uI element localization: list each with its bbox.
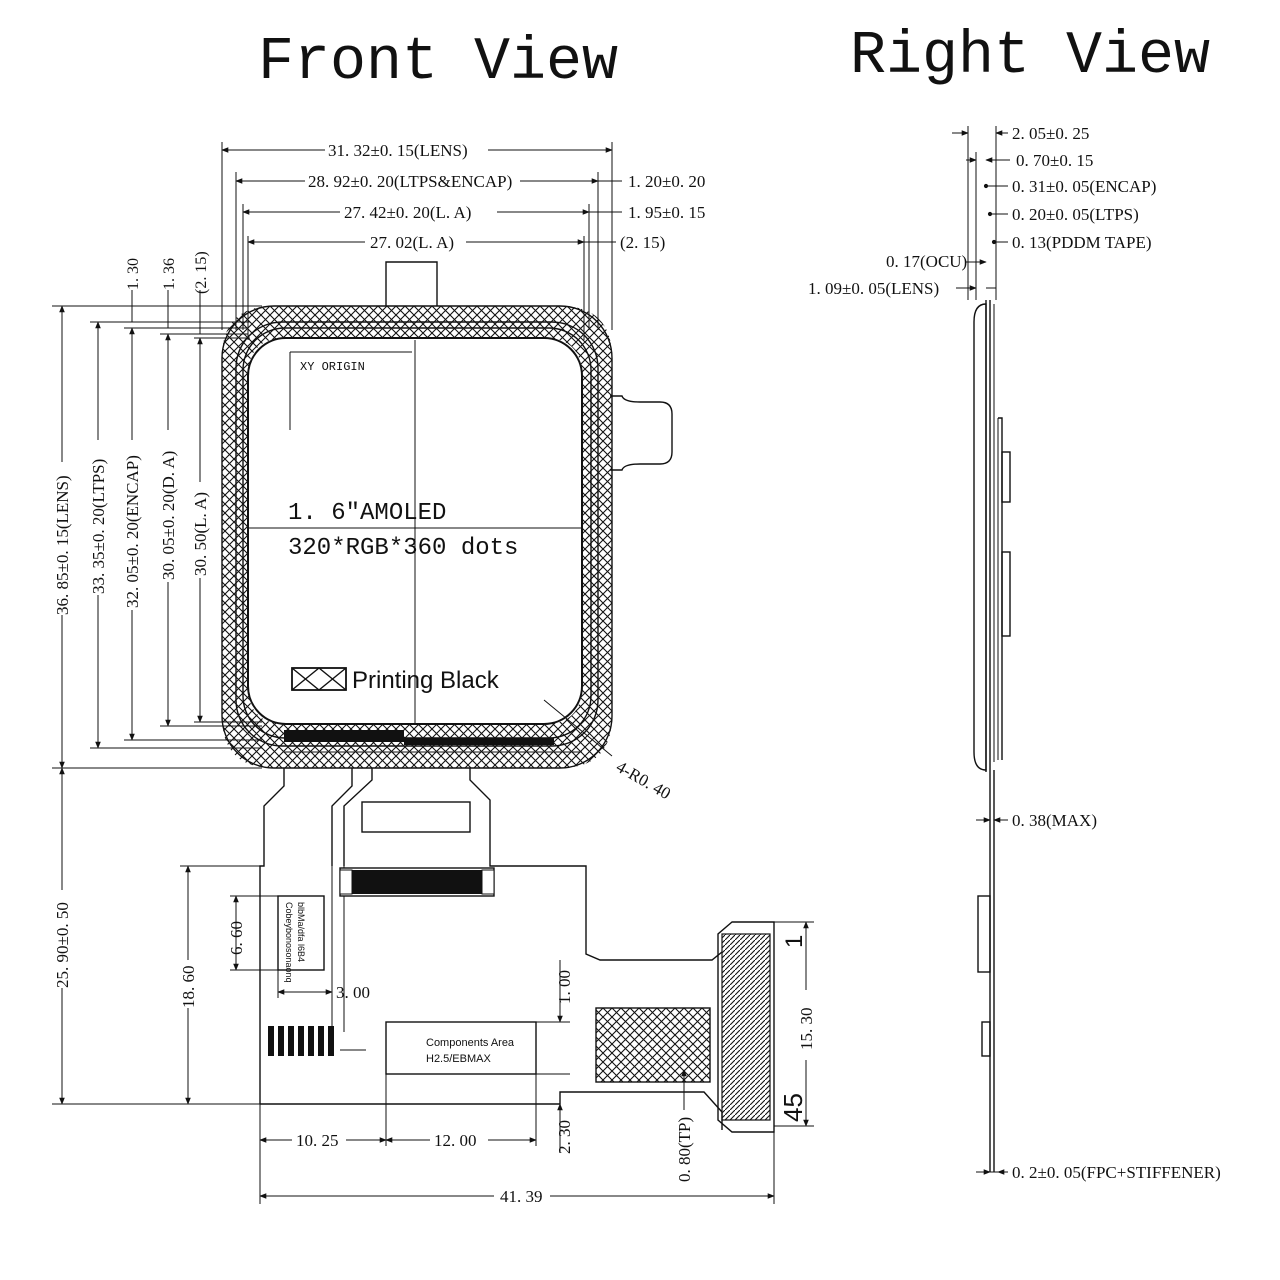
dim-encap-height: 32. 05±0. 20(ENCAP) [123, 455, 142, 608]
dim-10-25: 10. 25 [296, 1131, 339, 1150]
dim-41-39: 41. 39 [500, 1187, 543, 1206]
dim-2-30: 2. 30 [555, 1120, 574, 1154]
dim-right-2-15: (2. 15) [620, 233, 665, 252]
side-dim-lens: 1. 09±0. 05(LENS) [808, 279, 939, 298]
dim-ltps-height: 33. 35±0. 20(LTPS) [89, 459, 108, 594]
dim-right-1-20: 1. 20±0. 20 [628, 172, 705, 191]
side-dim-max: 0. 38(MAX) [1012, 811, 1097, 830]
side-dim-ltps: 0. 20±0. 05(LTPS) [1012, 205, 1139, 224]
side-dim-ocu: 0. 17(OCU) [886, 252, 967, 271]
dim-18-60: 18. 60 [179, 966, 198, 1009]
dim-12-00: 12. 00 [434, 1131, 477, 1150]
display-module: XY ORIGIN [221, 261, 673, 769]
front-left-dimensions: 36. 85±0. 15(LENS) 33. 35±0. 20(LTPS) 32… [52, 251, 262, 769]
component-height-label: H2.5/EBMAX [426, 1053, 491, 1065]
dim-lens-width: 31. 32±0. 15(LENS) [328, 141, 468, 160]
front-view-title: Front View [258, 29, 618, 97]
dim-1-30: 1. 30 [125, 258, 142, 290]
dim-0-80-tp: 0. 80(TP) [675, 1117, 694, 1182]
side-dim-pddm: 0. 13(PDDM TAPE) [1012, 233, 1152, 252]
side-dim-2-05: 2. 05±0. 25 [1012, 124, 1089, 143]
resolution-label: 320*RGB*360 dots [288, 535, 518, 562]
dim-right-1-95: 1. 95±0. 15 [628, 203, 705, 222]
display-size-label: 1. 6"AMOLED [288, 500, 446, 527]
fpc-dimensions: 25. 90±0. 50 18. 60 6. 60 3. 00 1. 00 2.… [52, 767, 816, 1206]
side-profile [973, 300, 1011, 1173]
dim-la-width: 27. 42±0. 20(L. A) [344, 203, 471, 222]
fpc-outline [259, 768, 775, 1133]
right-view-title: Right View [850, 23, 1210, 91]
dim-ltps-width: 28. 92±0. 20(LTPS&ENCAP) [308, 172, 512, 191]
dim-lens-height: 36. 85±0. 15(LENS) [53, 475, 72, 615]
test-pads [268, 1026, 366, 1056]
dim-1: 1 [781, 935, 808, 948]
xy-origin-label: XY ORIGIN [300, 360, 365, 374]
front-top-dimensions: 31. 32±0. 15(LENS) 28. 92±0. 20(LTPS&ENC… [221, 141, 705, 340]
side-dimensions: 2. 05±0. 25 0. 70±0. 15 0. 31±0. 05(ENCA… [808, 124, 1221, 1182]
dim-1-00: 1. 00 [555, 970, 574, 1004]
dim-da-height: 30. 05±0. 20(D. A) [159, 451, 178, 580]
dim-1-36: 1. 36 [161, 258, 178, 290]
dim-la-inner-width: 27. 02(L. A) [370, 233, 454, 252]
side-dim-fpc: 0. 2±0. 05(FPC+STIFFENER) [1012, 1163, 1221, 1182]
dim-la-height: 30. 50(L. A) [191, 492, 210, 576]
printing-black-legend: Printing Black [291, 667, 500, 694]
dim-3-00: 3. 00 [336, 983, 370, 1002]
dim-6-60: 6. 60 [227, 921, 246, 955]
printing-black-label: Printing Black [352, 667, 500, 694]
dim-15-30: 15. 30 [797, 1008, 816, 1051]
svg-text:blbMa/dfa l6B4: blbMa/dfa l6B4 [296, 902, 306, 962]
fpc-label-text: Cobeybonosonaonq blbMa/dfa l6B4 [284, 902, 306, 983]
dim-2-15-left: (2. 15) [193, 251, 210, 294]
side-dim-0-70: 0. 70±0. 15 [1016, 151, 1093, 170]
dim-45: 45 [778, 1093, 808, 1122]
corner-radius-label: 4-R0. 40 [613, 757, 674, 803]
svg-text:Cobeybonosonaonq: Cobeybonosonaonq [284, 902, 294, 983]
side-dim-encap: 0. 31±0. 05(ENCAP) [1012, 177, 1156, 196]
components-area-label: Components Area [426, 1037, 515, 1049]
dim-fpc-length: 25. 90±0. 50 [53, 902, 72, 988]
